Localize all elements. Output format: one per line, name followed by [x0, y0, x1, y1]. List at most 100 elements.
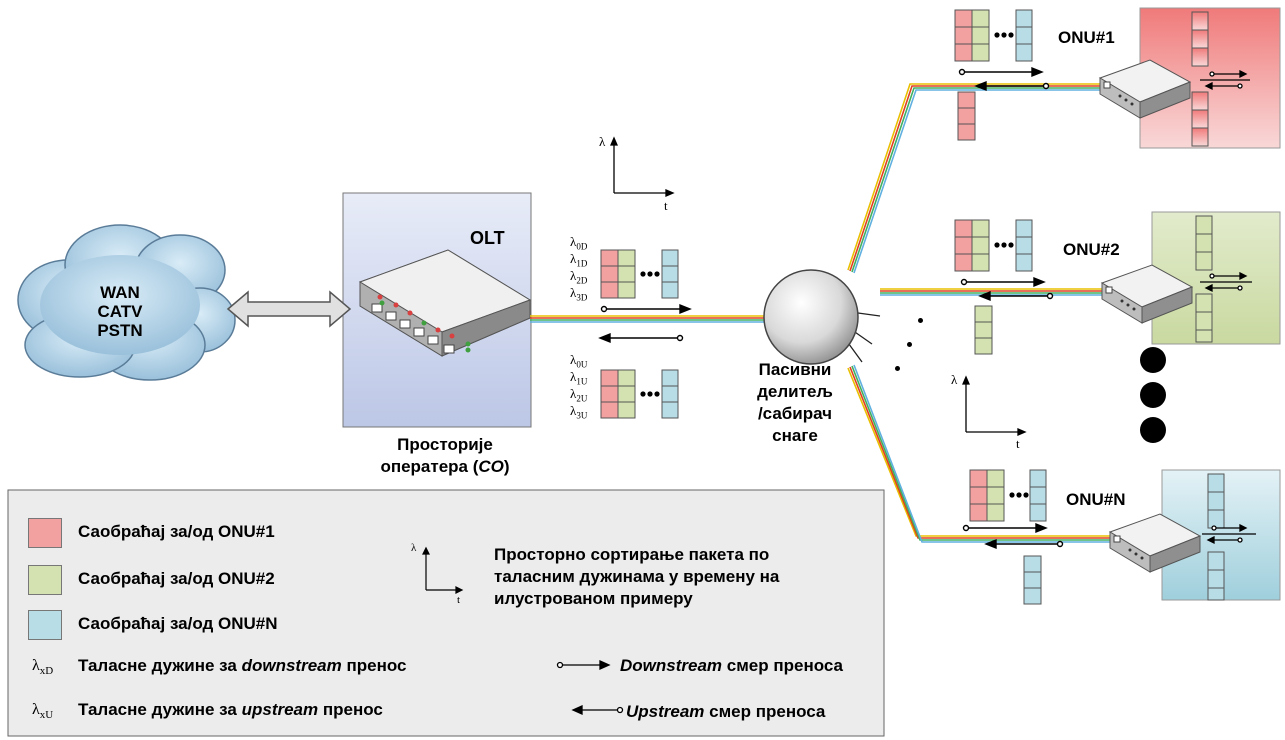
legend-lambda-xd: λxD [32, 657, 53, 677]
lambda-3d: λ3D [570, 285, 587, 303]
splitter-label: Пасивни делитељ /сабирач снаге [740, 359, 850, 447]
lambda-symbol: λ [570, 386, 577, 401]
legend-sorting-text: Просторно сортирање пакета по таласним д… [494, 544, 779, 610]
cloud-line-wan: WAN [100, 283, 140, 302]
fiber-splitter-onu2 [880, 288, 1108, 296]
onu2-device-icon [1100, 264, 1194, 324]
bidirectional-arrow-icon [226, 290, 352, 328]
olt-caption-line1: Просторије [397, 435, 493, 454]
legend-lambda-axes [422, 546, 464, 594]
cloud-line-catv: CATV [97, 302, 143, 321]
onu2-packet-columns [1195, 215, 1213, 343]
lambda-symbol: λ [570, 352, 577, 367]
onu1-label: ONU#1 [1058, 28, 1115, 47]
lambda-sub: 2U [576, 393, 588, 404]
legend-uw-pre: Таласне дужине за [78, 700, 242, 719]
more-onus-dot [1140, 382, 1166, 408]
more-onus-dot [1140, 417, 1166, 443]
lambda-symbol: λ [570, 251, 577, 266]
fiber-splitter-onun [847, 364, 1118, 543]
lambda-2d: λ2D [570, 268, 587, 286]
lambda-symbol: λ [570, 268, 577, 283]
legend-downstream-wavelengths: Таласне дужине за downstream пренос [78, 656, 406, 676]
legend-swatch-green [28, 565, 62, 595]
legend-sorting-line1: Просторно сортирање пакета по [494, 545, 770, 564]
legend-box [7, 489, 885, 737]
legend-downstream-direction: Downstream смер преноса [620, 656, 843, 676]
onu2-upstream-packets [974, 305, 993, 355]
splitter-line-4: снаге [772, 426, 818, 445]
lambda-symbol: λ [570, 369, 577, 384]
olt-label: OLT [470, 228, 505, 248]
network-cloud [17, 224, 236, 381]
onu1-packet-columns [1191, 11, 1209, 147]
lambda-symbol: λ [570, 234, 577, 249]
passive-splitter-icon [763, 269, 859, 365]
branch-dot [895, 366, 900, 371]
onun-downstream-packets [969, 469, 1047, 522]
olt-upstream-packets [600, 369, 679, 419]
more-onus-dot [1140, 347, 1166, 373]
branch-dot [907, 342, 912, 347]
lambda-sub: 3D [576, 292, 588, 303]
onu1-device-icon [1098, 59, 1192, 119]
olt-caption-co: CO [478, 457, 504, 476]
axis-t-label: t [664, 198, 668, 213]
splitter-line-3: /сабирач [757, 404, 833, 423]
legend-swatch-red [28, 518, 62, 548]
lambda-symbol: λ [32, 657, 40, 674]
lambda-2u: λ2U [570, 386, 587, 404]
legend-onu2: Саобраћај за/од ONU#2 [78, 569, 275, 588]
axis-t-label-2: t [1016, 436, 1020, 451]
lambda-time-axes [610, 136, 1027, 436]
lambda-3u: λ3U [570, 403, 587, 421]
legend-lambda-xu: λxU [32, 701, 53, 721]
legend-uw-italic: upstream [241, 700, 319, 719]
lambda-sub: 0D [576, 241, 588, 252]
lambda-0u: λ0U [570, 352, 587, 370]
lambda-1u: λ1U [570, 369, 587, 387]
legend-dw-pre: Таласне дужине за [78, 656, 242, 675]
lambda-symbol: λ [570, 285, 577, 300]
onu1-upstream-packets [957, 91, 976, 141]
lambda-sub: 2D [576, 275, 588, 286]
ellipsis-dots [640, 32, 1029, 498]
olt-switch-icon [358, 249, 532, 357]
onu2-label: ONU#2 [1063, 240, 1120, 259]
olt-downstream-packets [600, 249, 679, 299]
cloud-line-pstn: PSTN [97, 321, 143, 340]
splitter-line-1: Пасивни [758, 360, 832, 379]
cloud-label: WAN CATV PSTN [90, 283, 150, 340]
olt-caption-line2: оператера (CO) [360, 456, 530, 478]
legend-ds-italic: Downstream [620, 656, 723, 675]
splitter-line-2: делитељ [757, 382, 833, 401]
lambda-sub: xD [39, 665, 54, 678]
branch-dot [918, 318, 923, 323]
legend-onun: Саобраћај за/од ONU#N [78, 614, 278, 633]
onu-local-arrows [1200, 69, 1256, 545]
lambda-sub: 3U [576, 410, 588, 421]
lambda-sub: 1U [576, 376, 588, 387]
lambda-sub: 1D [576, 258, 588, 269]
onun-label: ONU#N [1066, 490, 1126, 509]
onun-upstream-packets [1023, 555, 1042, 605]
legend-direction-arrows [556, 659, 624, 716]
onu1-downstream-packets [954, 9, 1033, 62]
lambda-1d: λ1D [570, 251, 587, 269]
lambda-symbol: λ [32, 701, 40, 718]
legend-dw-italic: downstream [241, 656, 342, 675]
legend-us-post: смер преноса [704, 702, 826, 721]
lambda-sub: 0U [576, 359, 588, 370]
axis-lambda-label: λ [599, 134, 606, 149]
legend-upstream-wavelengths: Таласне дужине за upstream пренос [78, 700, 383, 720]
onu2-downstream-packets [954, 219, 1033, 272]
legend-us-italic: Upstream [626, 702, 705, 721]
onun-device-icon [1108, 513, 1202, 573]
legend-dw-post: пренос [341, 656, 407, 675]
legend-onu1: Саобраћај за/од ONU#1 [78, 522, 275, 541]
legend-axis-lambda: λ [411, 542, 417, 554]
direction-arrows [598, 66, 1064, 550]
olt-caption-pre: оператера ( [380, 457, 479, 476]
legend-sorting-line3: илустрованом примеру [494, 589, 693, 608]
